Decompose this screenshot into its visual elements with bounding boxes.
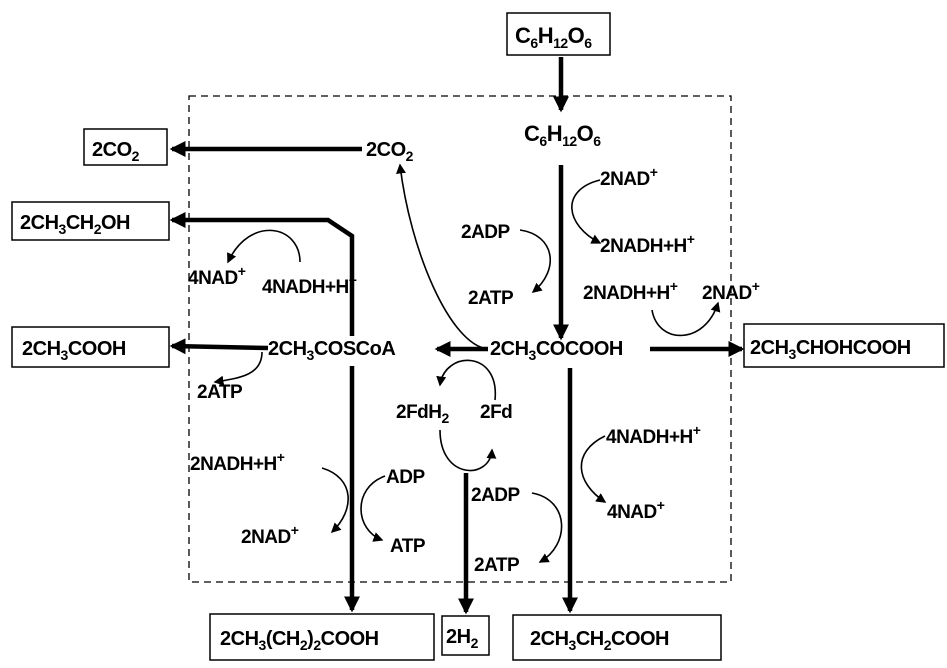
butyrate-atp-label: ATP	[390, 536, 426, 557]
butyrate-nadh-arrow	[321, 467, 349, 534]
ferredoxin-fd-to-fdh2-arrow	[436, 359, 496, 401]
propionate-nad-label: 4NAD+	[607, 497, 665, 523]
acetate-export-arrow	[169, 338, 269, 355]
co2-product-box	[83, 128, 168, 166]
cell-boundary	[188, 95, 732, 583]
pyruvate-to-co2-arrow	[396, 163, 489, 350]
ethanol-nadh-label: 4NADH+H+	[262, 272, 357, 298]
hydrogen-product-label: 2H2	[446, 626, 479, 651]
acetate-product-label: 2CH3COOH	[22, 338, 126, 363]
butyrate-product-box	[209, 613, 435, 661]
propionate-product-label: 2CH3CH2COOH	[530, 628, 669, 653]
fdh2-label: 2FdH2	[396, 402, 450, 426]
propionate-nadh-label: 4NADH+H+	[606, 422, 701, 448]
acetate-atp-arrow	[213, 351, 263, 386]
propionate-atp-label: 2ATP	[474, 555, 520, 576]
glycolysis-adp-label: 2ADP	[461, 222, 511, 243]
lactate-nadh-arrow	[651, 301, 721, 337]
ethanol-product-label: 2CH3CH2OH	[20, 212, 130, 237]
co2-product-label: 2CO2	[92, 139, 140, 164]
butyrate-nadh-label: 2NADH+H+	[190, 449, 285, 475]
propionate-adp-arrow	[531, 492, 563, 563]
fd-label: 2Fd	[480, 402, 512, 423]
co2-label: 2CO2	[366, 139, 414, 164]
hydrogen-product-box	[441, 615, 490, 656]
lactate-nad-label: 2NAD+	[702, 278, 760, 304]
acetyl-coa-label: 2CH3COSCoA	[268, 338, 395, 363]
glycolysis-atp-label: 2ATP	[468, 288, 514, 309]
butyrate-nad-label: 2NAD+	[241, 522, 299, 548]
ethanol-nad-label: 4NAD+	[188, 263, 246, 289]
ethanol-nadh-arrow	[227, 229, 301, 264]
butyrate-adp-label: ADP	[386, 467, 425, 488]
lactate-nadh-label: 2NADH+H+	[583, 278, 678, 304]
ethanol-product-box	[11, 201, 170, 241]
glycolysis-adp-arrow	[519, 229, 551, 293]
propionate-adp-label: 2ADP	[471, 485, 521, 506]
butyrate-product-label: 2CH3(CH2)2COOH	[220, 628, 379, 653]
acetate-atp-label: 2ATP	[197, 382, 243, 403]
glycolysis-nad-arrow	[571, 179, 602, 244]
pyruvate-label: 2CH3COCOOH	[490, 338, 623, 363]
glucose-input-label: C6H12O6	[515, 23, 592, 51]
propionate-product-box	[512, 614, 722, 661]
glycolysis-nad-label: 2NAD+	[600, 164, 658, 190]
acetate-product-box	[11, 326, 170, 368]
glucose-input-box	[506, 12, 611, 56]
lactate-product-label: 2CH3CHOHCOOH	[750, 337, 911, 362]
butyrate-adp-arrow	[360, 475, 386, 542]
ethanol-pathway-arrow	[169, 212, 355, 336]
glucose-label: C6H12O6	[524, 121, 601, 149]
ferredoxin-fdh2-to-fd-arrow	[439, 429, 497, 472]
propionate-nadh-arrow	[580, 435, 607, 503]
glycolysis-nadh-label: 2NADH+H+	[600, 231, 695, 257]
